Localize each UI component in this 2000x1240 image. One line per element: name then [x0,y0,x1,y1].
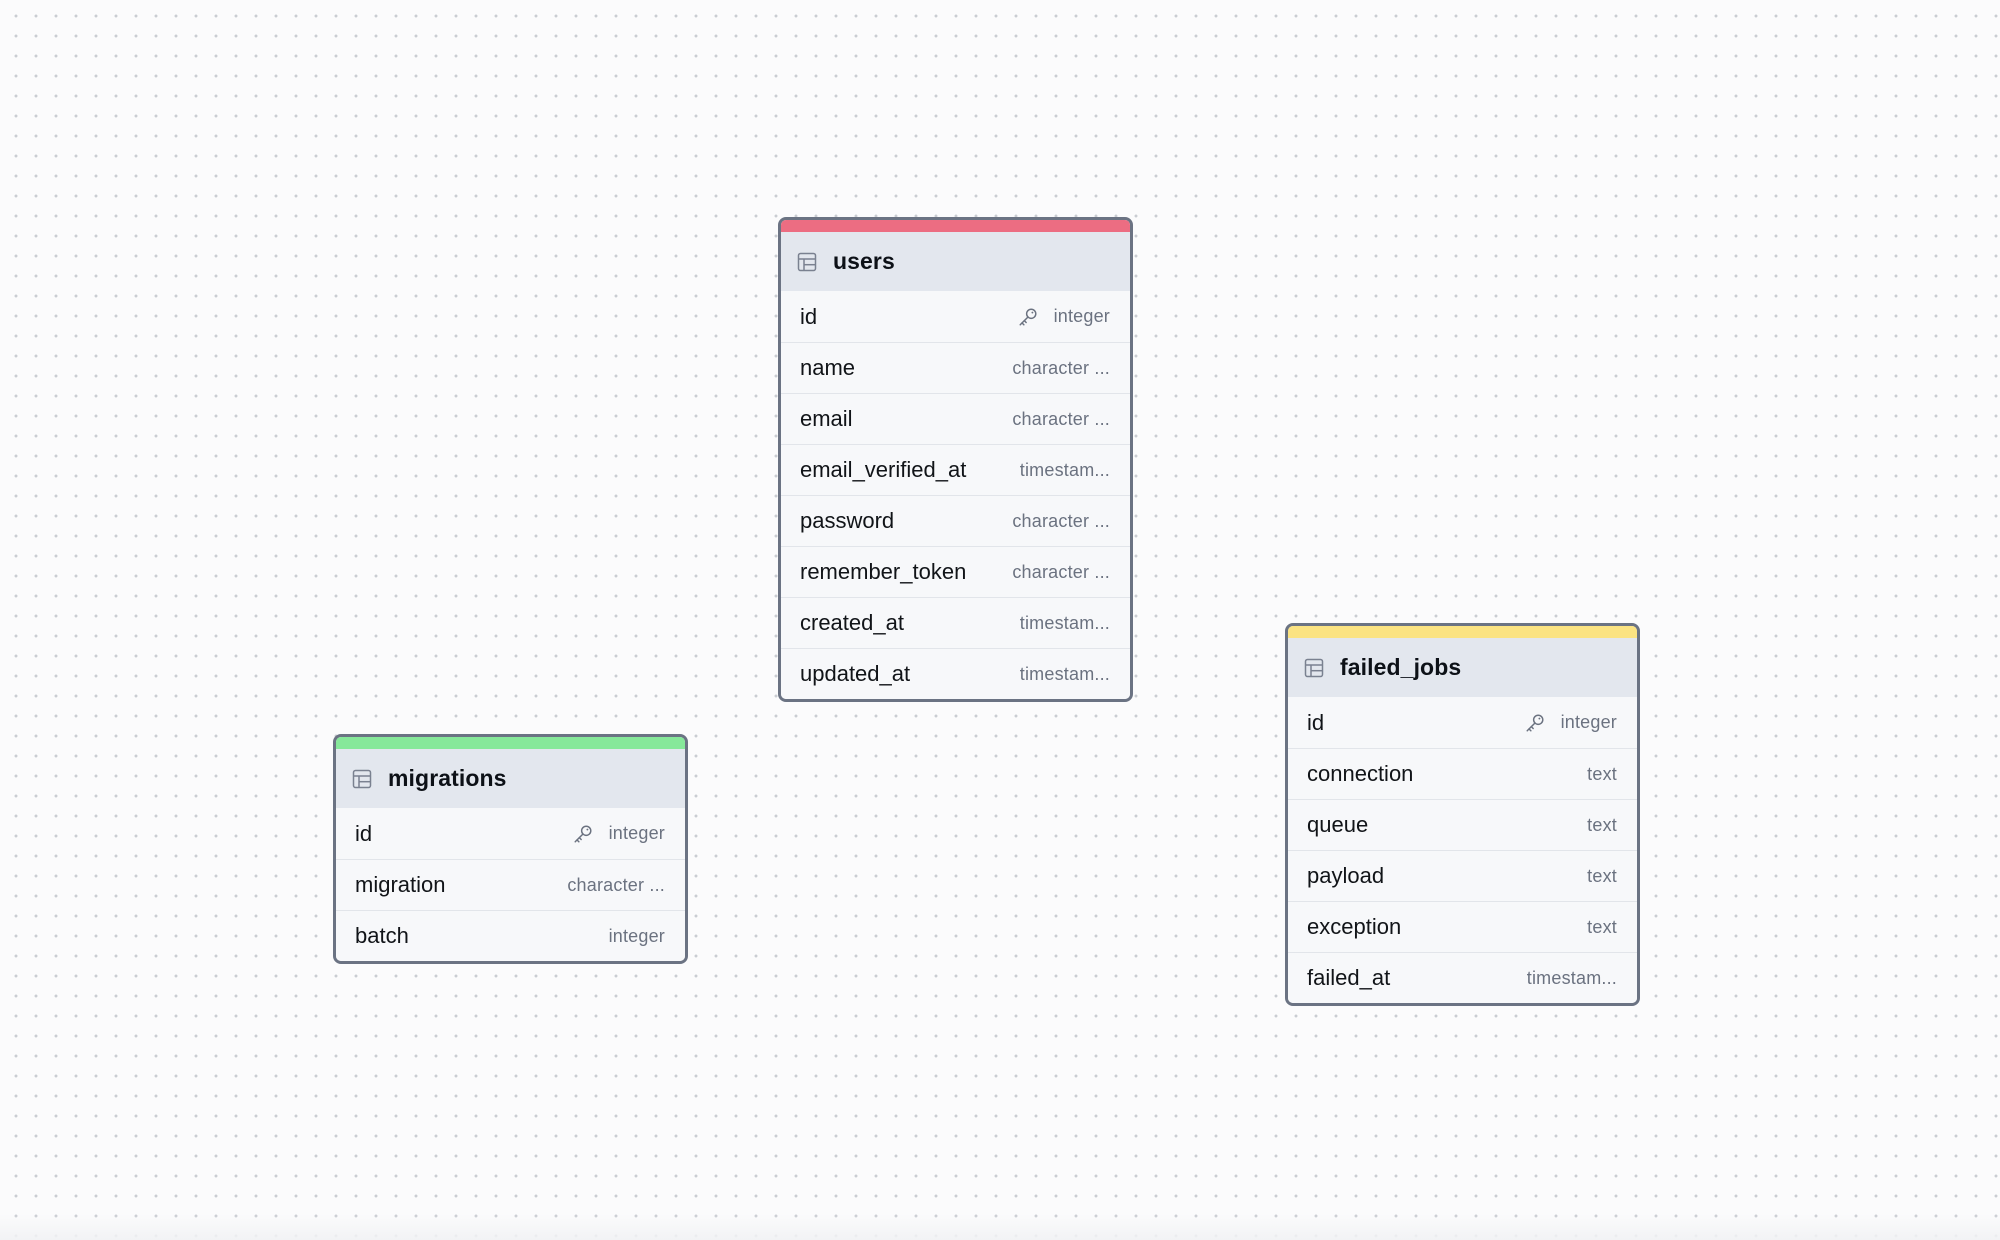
table-card-users[interactable]: users id integer name character ... email cha… [778,217,1133,702]
column-name: id [355,820,373,846]
column-meta: timestam... [1527,968,1617,989]
column-list: id integer connection text queue text payload t… [1288,697,1637,1003]
column-list: id integer migration character ... batch inte… [336,808,685,961]
primary-key-icon [1523,711,1547,735]
column-type: text [1587,763,1617,784]
column-name: queue [1307,812,1369,837]
column-type: integer [1053,306,1110,326]
column-name: id [800,303,818,329]
column-meta: character ... [1012,562,1110,583]
column-name: remember_token [800,559,967,584]
table-header[interactable]: migrations [336,749,685,808]
table-color-bar [1288,626,1637,638]
column-meta: character ... [1012,358,1110,379]
column-row[interactable]: payload text [1288,850,1637,901]
column-row[interactable]: exception text [1288,901,1637,952]
column-list: id integer name character ... email character… [781,291,1130,699]
column-row[interactable]: id integer [781,291,1130,342]
column-type: integer [608,823,665,843]
column-name: email [800,406,853,431]
column-type: timestam... [1019,612,1110,633]
canvas-bottom-edge [0,1214,2000,1240]
column-name: id [1307,709,1325,735]
table-color-bar [336,737,685,749]
column-name: name [800,355,856,380]
column-type: character ... [1012,357,1110,378]
column-name: batch [355,923,409,948]
column-row[interactable]: remember_token character ... [781,546,1130,597]
column-name: password [800,508,895,533]
column-type: integer [608,925,665,946]
table-icon [1303,657,1325,679]
column-name: failed_at [1307,965,1391,990]
column-type: character ... [1012,561,1110,582]
column-meta: timestam... [1020,664,1110,685]
column-type: integer [1560,712,1617,732]
table-name: migrations [388,765,507,791]
column-row[interactable]: migration character ... [336,859,685,910]
column-name: updated_at [800,661,911,686]
column-meta: character ... [1012,409,1110,430]
column-meta: timestam... [1020,613,1110,634]
column-meta: text [1587,764,1617,785]
primary-key-icon [571,822,595,846]
column-meta: text [1587,815,1617,836]
column-meta: integer [609,926,665,947]
column-row[interactable]: email_verified_at timestam... [781,444,1130,495]
column-row[interactable]: batch integer [336,910,685,961]
table-name: users [833,248,895,274]
column-row[interactable]: queue text [1288,799,1637,850]
column-meta: text [1587,917,1617,938]
column-row[interactable]: id integer [1288,697,1637,748]
table-name: failed_jobs [1340,654,1462,680]
column-name: connection [1307,761,1414,786]
column-type: character ... [1012,510,1110,531]
table-card-migrations[interactable]: migrations id integer migration character .… [333,734,688,964]
column-row[interactable]: connection text [1288,748,1637,799]
column-meta: integer [571,822,665,846]
table-icon [351,768,373,790]
column-meta: character ... [567,875,665,896]
column-meta: integer [1016,305,1110,329]
table-icon [796,251,818,273]
column-meta: timestam... [1020,460,1110,481]
column-type: timestam... [1019,459,1110,480]
column-row[interactable]: failed_at timestam... [1288,952,1637,1003]
column-row[interactable]: id integer [336,808,685,859]
column-meta: character ... [1012,511,1110,532]
column-row[interactable]: name character ... [781,342,1130,393]
column-name: created_at [800,610,904,635]
column-row[interactable]: created_at timestam... [781,597,1130,648]
primary-key-icon [1016,305,1040,329]
table-header[interactable]: failed_jobs [1288,638,1637,697]
column-row[interactable]: email character ... [781,393,1130,444]
column-name: email_verified_at [800,457,967,482]
column-type: character ... [1012,408,1110,429]
column-meta: text [1587,866,1617,887]
column-type: text [1587,865,1617,886]
column-row[interactable]: updated_at timestam... [781,648,1130,699]
column-name: payload [1307,863,1385,888]
column-name: migration [355,872,446,897]
column-type: timestam... [1019,663,1110,684]
column-type: character ... [567,874,665,895]
column-name: exception [1307,914,1402,939]
column-type: timestam... [1526,967,1617,988]
column-type: text [1587,916,1617,937]
column-row[interactable]: password character ... [781,495,1130,546]
column-meta: integer [1523,711,1617,735]
table-color-bar [781,220,1130,232]
table-header[interactable]: users [781,232,1130,291]
column-type: text [1587,814,1617,835]
